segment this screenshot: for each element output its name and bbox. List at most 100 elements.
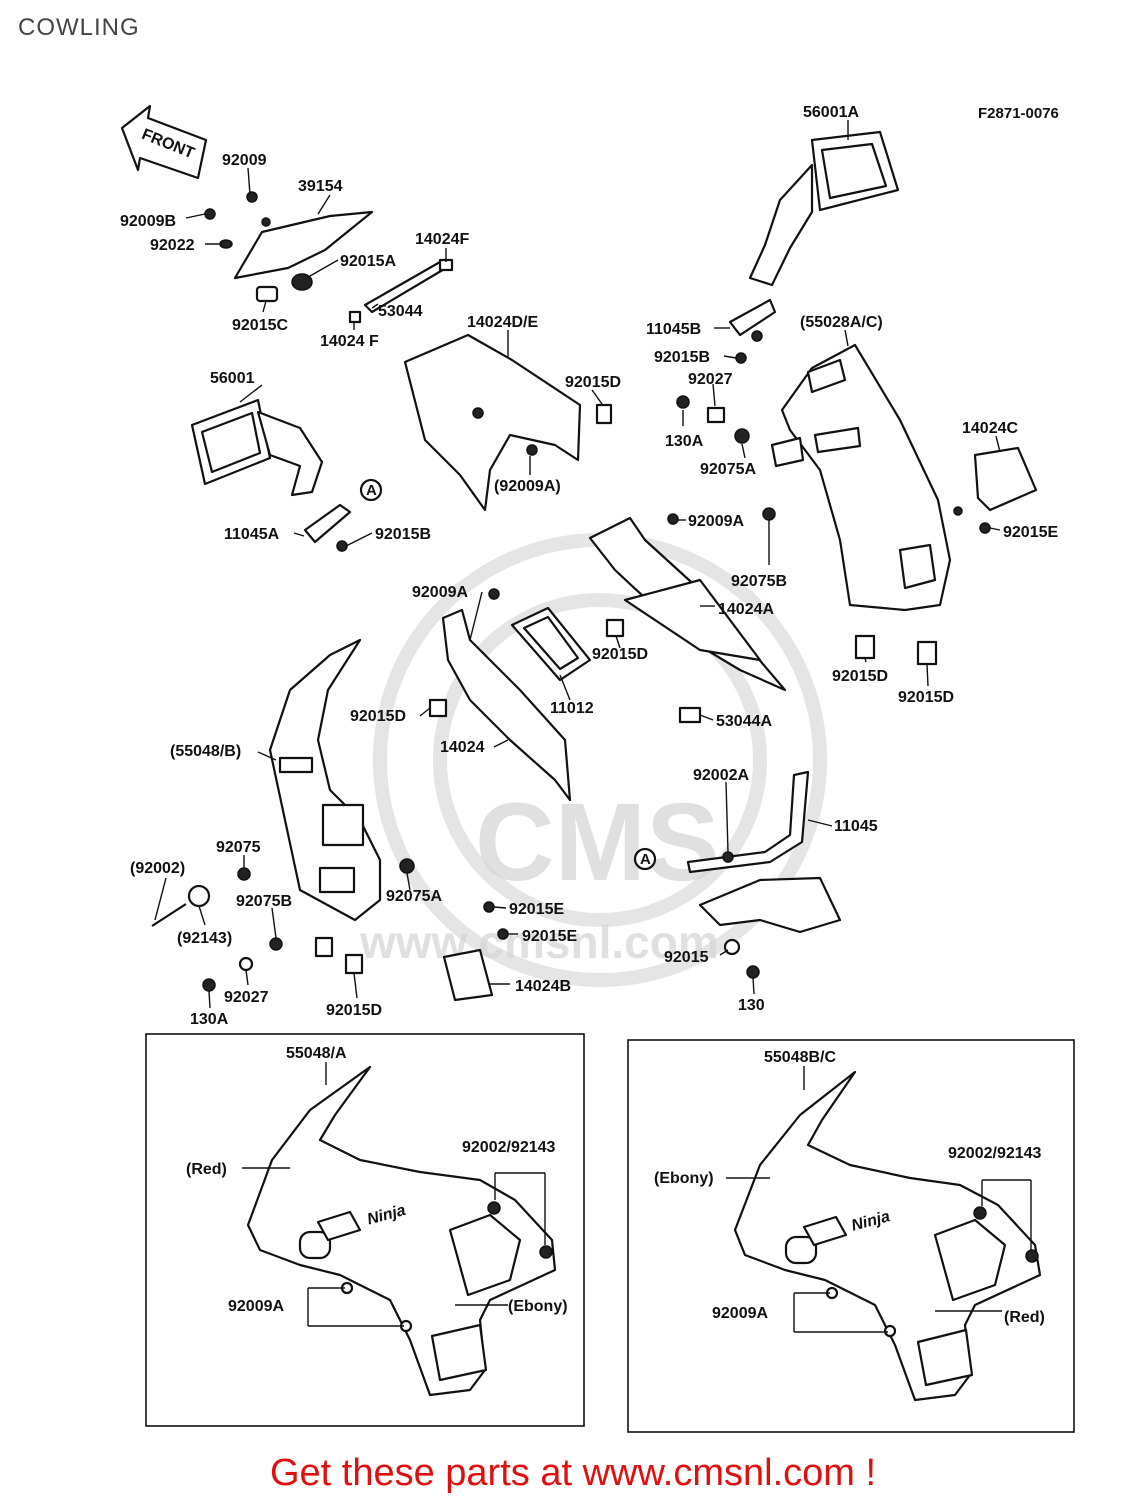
callout-label: 130 xyxy=(738,997,765,1014)
reference-code: F2871-0076 xyxy=(978,105,1059,122)
cowl-55048bc xyxy=(733,1070,1042,1402)
marker-a-lower xyxy=(633,847,657,871)
callout-label: 92015D xyxy=(326,1002,382,1019)
bolt-92002 xyxy=(151,903,187,927)
mirror-stay-11045a xyxy=(303,503,352,544)
callout-label: (55048/B) xyxy=(170,743,241,760)
inner-panel-14024de xyxy=(403,333,613,512)
grommet-92075 xyxy=(237,867,251,881)
clip-92015d-bl2 xyxy=(344,953,364,975)
nut-92027-left xyxy=(238,956,254,972)
screw-92009 xyxy=(246,191,258,203)
callout-label: 14024 xyxy=(440,739,485,756)
bolt-130a xyxy=(676,395,690,409)
inner-panel-14024de-body xyxy=(403,333,582,512)
mirror-56001 xyxy=(190,398,352,552)
callout-label: 92075 xyxy=(216,839,261,856)
callout-label: 14024D/E xyxy=(467,314,538,331)
callout-label: 14024B xyxy=(515,978,571,995)
screw-92009a-left xyxy=(488,588,500,600)
bolt-130 xyxy=(746,965,760,979)
callout-label: 11045A xyxy=(224,526,280,543)
callout-label: 39154 xyxy=(298,178,343,195)
clip-53044a xyxy=(678,706,702,724)
callout-label: 92015D xyxy=(832,668,888,685)
inner-cowl-55028 xyxy=(676,343,952,666)
callout-label: 56001 xyxy=(210,370,255,387)
callout-label: 92015D xyxy=(565,374,621,391)
callout-label: (55028A/C) xyxy=(800,314,883,331)
clip-92015d-b xyxy=(916,640,938,666)
callout-label: 92022 xyxy=(150,237,195,254)
mirror-stay-11045b xyxy=(728,298,777,337)
marker-a-lower-label: A xyxy=(640,851,651,868)
inner-cowl-55028-body xyxy=(780,343,952,612)
callout-label: 92015E xyxy=(522,928,577,945)
watermark-url: www.cmsnl.com xyxy=(359,916,719,968)
grommet-92015e-1 xyxy=(483,901,495,913)
callout-label: 92015C xyxy=(232,317,288,334)
callout-label: 53044 xyxy=(378,303,423,320)
variant-lower-color: (Ebony) xyxy=(508,1298,568,1315)
panel-14024c xyxy=(973,446,1038,512)
marker-a-upper xyxy=(359,478,383,502)
callout-label: 92027 xyxy=(224,989,269,1006)
variant-box-55048bc: 55048B/C Ninja (Ebony) 92002/92143 92009… xyxy=(627,1039,1075,1433)
stay-11045-frame xyxy=(686,770,810,874)
callout-label: 92009B xyxy=(120,213,176,230)
variant-fastener-label: 92002/92143 xyxy=(462,1139,556,1156)
callout-label: 11045 xyxy=(834,818,878,835)
callout-label: 14024C xyxy=(962,420,1018,437)
page-title: COWLING xyxy=(18,14,140,41)
front-arrow: FRONT xyxy=(120,104,208,180)
callout-label: 92002A xyxy=(693,767,749,784)
grommet-92075a xyxy=(734,428,750,444)
callout-label: 92009A xyxy=(412,584,468,601)
grommet-92015e-right xyxy=(953,506,963,516)
callout-label: 14024A xyxy=(718,601,774,618)
grommet-92075b xyxy=(762,507,776,521)
callout-label: 92015D xyxy=(898,689,954,706)
nut-92015 xyxy=(723,938,741,956)
callout-label: 92015E xyxy=(509,901,564,918)
clip-92015d-bl xyxy=(314,936,334,958)
callout-label: 11012 xyxy=(550,700,594,717)
callout-label: 14024F xyxy=(415,231,469,248)
variant-upper-color: (Red) xyxy=(186,1161,227,1178)
callout-label: 92015B xyxy=(654,349,710,366)
variant-part-number: 55048B/C xyxy=(764,1049,836,1066)
clip-92015d-mid xyxy=(605,618,625,638)
callout-label: 14024 F xyxy=(320,333,379,350)
callout-labels: 92009 39154 92009B 92022 92015A 14024F 5… xyxy=(120,104,1058,1028)
callout-label: 92075B xyxy=(731,573,787,590)
callout-label: 92015E xyxy=(1003,524,1058,541)
cover-14024b xyxy=(442,948,494,1002)
callout-label: 92015B xyxy=(375,526,431,543)
cowl-55048a xyxy=(246,1065,557,1397)
clip-92015d-a xyxy=(854,634,876,660)
callout-label: 92075A xyxy=(700,461,756,478)
watermark-logo: CMS xyxy=(475,781,719,904)
inner-panel-14024 xyxy=(441,608,572,802)
windshield-trim xyxy=(233,210,374,280)
variant-fastener-label: 92002/92143 xyxy=(948,1145,1042,1162)
callout-label: 92027 xyxy=(688,371,733,388)
bolt-92002a xyxy=(722,851,734,863)
washer xyxy=(261,217,271,227)
callout-label: 92009 xyxy=(222,152,267,169)
footer-promo-link[interactable]: Get these parts at www.cmsnl.com ! xyxy=(269,1452,877,1494)
stay-11045-bracket xyxy=(698,876,842,934)
callout-label: 130A xyxy=(190,1011,229,1028)
collar-92143 xyxy=(187,884,211,908)
callout-label: 92015 xyxy=(664,949,709,966)
callout-label: 56001A xyxy=(803,104,859,121)
grommet-92075a-left xyxy=(399,858,415,874)
grommet-92015e-2 xyxy=(497,928,509,940)
callout-label: 53044A xyxy=(716,713,772,730)
grommet-92015a xyxy=(291,273,313,291)
watermark: CMS www.cmsnl.com xyxy=(359,533,827,987)
callout-label: 92075A xyxy=(386,888,442,905)
bracket-clip xyxy=(255,285,279,303)
callout-label: 130A xyxy=(665,433,704,450)
callout-label: 92015A xyxy=(340,253,396,270)
